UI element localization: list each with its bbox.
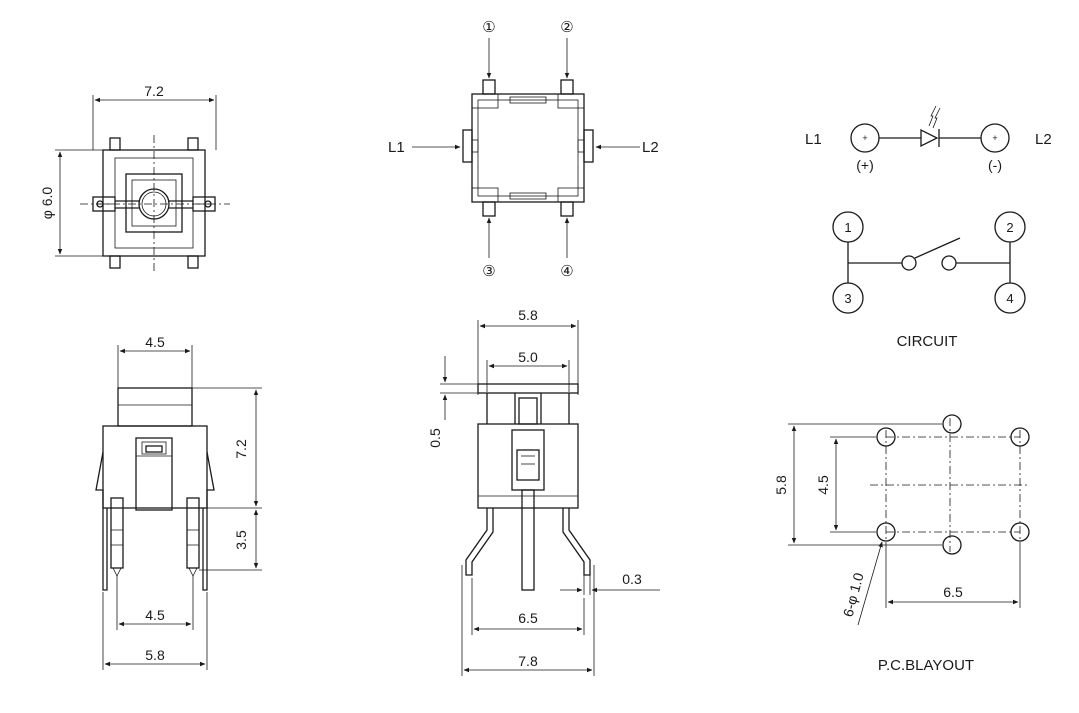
pin-label-2: ② bbox=[560, 18, 573, 36]
left-lead-spacing-dim: 4.5 bbox=[145, 607, 165, 623]
led-circuit: L1 L2 + + (+) (-) bbox=[805, 105, 1052, 173]
pcb-caption: P.C.BLAYOUT bbox=[878, 657, 974, 674]
circuit-caption: CIRCUIT bbox=[897, 333, 958, 350]
pcb-inner-height-dim: 4.5 bbox=[815, 475, 831, 495]
top-width-dim: 7.2 bbox=[144, 83, 164, 99]
led-l2-label: L2 bbox=[1035, 131, 1052, 148]
switch-circuit: 1 2 3 4 CIRCUIT bbox=[832, 211, 1026, 350]
top-diam-dim: φ 6.0 bbox=[39, 187, 55, 220]
side-view-right: 5.8 5.0 0.5 0.3 bbox=[427, 307, 660, 676]
top-view: 7.2 φ 6.0 bbox=[39, 83, 230, 272]
pcb-outer-height-dim: 5.8 bbox=[773, 475, 789, 495]
pcb-hole-dim: 6-φ 1.0 bbox=[840, 571, 867, 619]
left-lead-dim: 3.5 bbox=[233, 530, 249, 550]
led-minus-label: (-) bbox=[988, 157, 1002, 173]
pin-view: ① ② ③ ④ L1 L2 bbox=[388, 18, 659, 280]
right-overall-width-dim: 7.8 bbox=[518, 653, 538, 669]
led-plus-label: (+) bbox=[856, 157, 874, 173]
pin-label-1: ① bbox=[482, 18, 495, 36]
left-top-width-dim: 4.5 bbox=[145, 334, 165, 350]
pcb-layout: 5.8 4.5 6-φ 1.0 6.5 P.C.BLAYOUT bbox=[773, 414, 1030, 674]
led-plus-sign: + bbox=[862, 133, 867, 143]
switch-pin-2: 2 bbox=[1006, 220, 1013, 235]
switch-pin-1: 1 bbox=[844, 220, 851, 235]
switch-pin-3: 3 bbox=[844, 291, 851, 306]
pcb-width-dim: 6.5 bbox=[943, 584, 963, 600]
led-l1-label: L1 bbox=[805, 131, 822, 148]
left-height-dim: 7.2 bbox=[233, 439, 249, 459]
side-view-left: 4.5 7.2 3.5 4.5 bbox=[95, 334, 262, 670]
right-lead-spacing-dim: 6.5 bbox=[518, 610, 538, 626]
pin-label-3: ③ bbox=[482, 262, 495, 280]
right-cap-height-dim: 0.5 bbox=[427, 428, 443, 448]
left-body-width-dim: 5.8 bbox=[145, 647, 165, 663]
switch-pin-4: 4 bbox=[1006, 291, 1013, 306]
pin-label-4: ④ bbox=[560, 262, 573, 280]
right-body-width-dim: 5.8 bbox=[518, 307, 538, 323]
led-minus-sign: + bbox=[992, 133, 997, 143]
right-lead-thickness-dim: 0.3 bbox=[622, 571, 642, 587]
pin-view-l2: L2 bbox=[642, 139, 659, 156]
right-cap-width-dim: 5.0 bbox=[518, 349, 538, 365]
pin-view-l1: L1 bbox=[388, 139, 405, 156]
